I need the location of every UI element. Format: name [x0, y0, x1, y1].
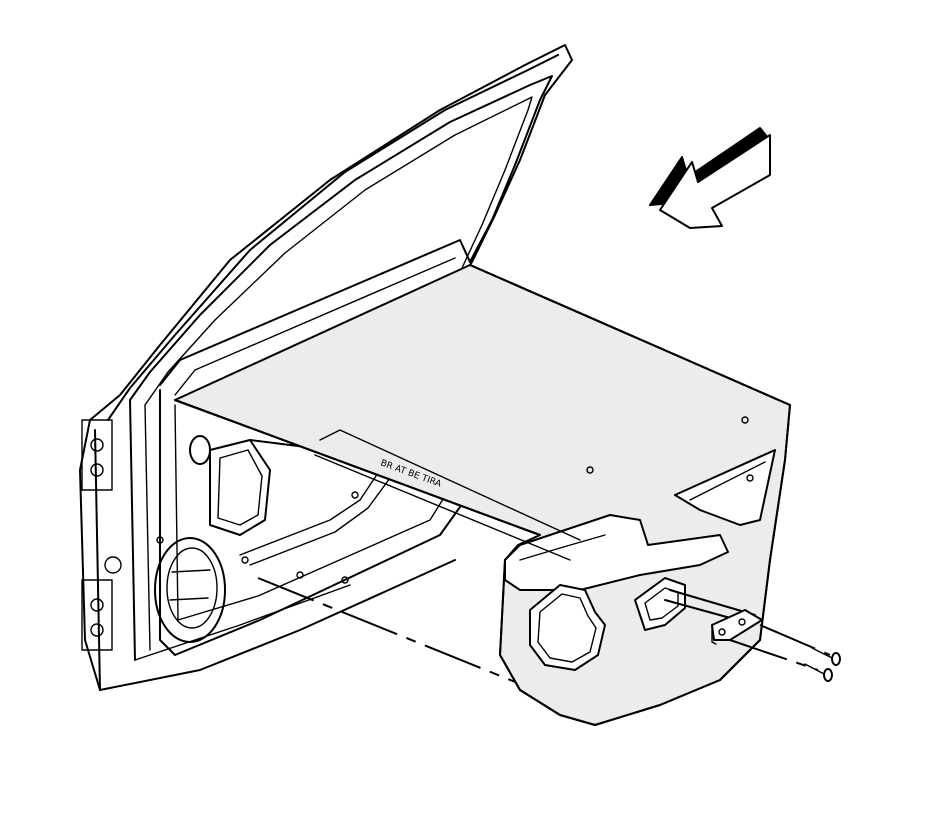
- screw-icon: [811, 647, 841, 666]
- direction-arrow-icon: [649, 127, 771, 229]
- fasteners: [729, 624, 841, 682]
- pull-handle-bracket: [664, 589, 763, 645]
- screw-icon: [804, 663, 833, 682]
- door-trim-panel: BR AT BE TIRA: [174, 264, 791, 726]
- door-frame: [79, 44, 573, 691]
